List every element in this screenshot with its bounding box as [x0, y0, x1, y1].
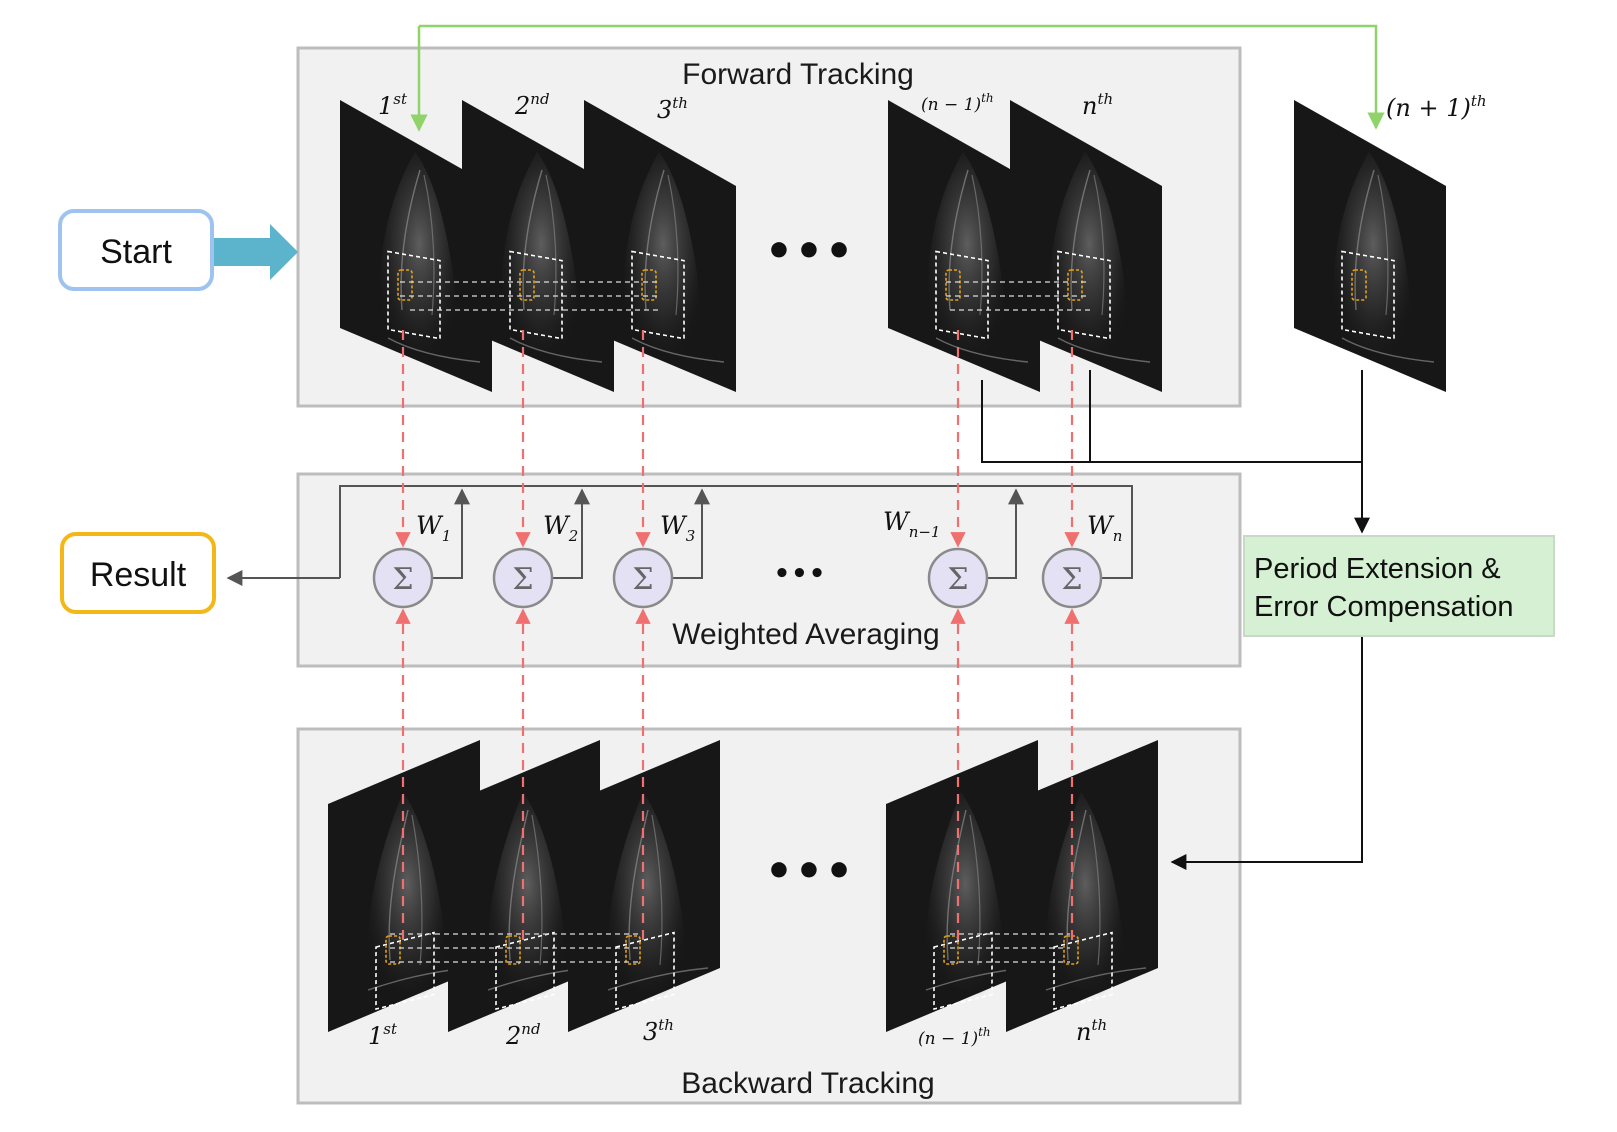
backward-roi-links	[390, 933, 1070, 963]
sum1-output-line	[432, 488, 470, 579]
forward-to-sum-arrows	[395, 330, 1080, 548]
start-arrow-icon	[214, 224, 298, 280]
sum-node-n-minus-1: Σ	[927, 547, 989, 609]
svg-text:Σ: Σ	[632, 562, 653, 597]
weighted-averaging-title: Weighted Averaging	[672, 618, 939, 651]
averaging-ellipsis: •••	[774, 559, 827, 589]
weight-n: Wn	[1087, 511, 1122, 545]
forward-label-3: 3th	[657, 94, 688, 124]
forward-roi-links	[400, 281, 1090, 311]
backward-label-1: 1st	[368, 1020, 398, 1050]
period-extension-box	[1243, 535, 1555, 637]
sum-node-n: Σ	[1041, 547, 1103, 609]
forward-label-2: 2nd	[514, 90, 550, 120]
backward-to-sum-arrows	[395, 608, 1080, 940]
period-feedback-arrow	[419, 24, 1385, 130]
averaging-feedback-bus	[339, 485, 1133, 579]
weight-n-minus-1: Wn−1	[883, 507, 940, 541]
extra-frame-n-plus-1	[1293, 99, 1447, 393]
svg-text:Σ: Σ	[947, 562, 968, 597]
svg-text:Σ: Σ	[512, 562, 533, 597]
start-label: Start	[100, 233, 172, 271]
backward-label-3: 3th	[643, 1016, 674, 1046]
backward-ellipsis: •••	[765, 846, 855, 897]
backward-label-n-minus-1: (n − 1)th	[918, 1025, 991, 1049]
weight-3: W3	[660, 511, 695, 545]
sum3-output-line	[672, 488, 710, 579]
result-node	[60, 532, 216, 614]
frames-to-compensation-lines	[981, 370, 1370, 534]
svg-text:Σ: Σ	[392, 562, 413, 597]
backward-label-2: 2nd	[505, 1020, 541, 1050]
sum2-output-line	[552, 488, 590, 579]
period-extension-line1: Period Extension &	[1254, 553, 1501, 585]
weight-2: W2	[543, 511, 578, 545]
extra-label-n-plus-1: (n + 1)th	[1386, 92, 1487, 122]
sum-n-minus-1-output-line	[987, 488, 1024, 579]
period-extension-line2: Error Compensation	[1254, 591, 1514, 623]
result-label: Result	[90, 556, 187, 594]
forward-label-n-minus-1: (n − 1)th	[921, 91, 994, 115]
forward-label-1: 1st	[378, 90, 408, 120]
backward-tracking-title: Backward Tracking	[681, 1067, 934, 1100]
forward-tracking-title: Forward Tracking	[682, 58, 914, 91]
forward-ellipsis: •••	[765, 226, 855, 277]
backward-label-n: nth	[1076, 1016, 1107, 1046]
sum-node-1: Σ	[372, 547, 434, 609]
forward-label-n: nth	[1082, 90, 1113, 120]
compensation-to-backward-arrow	[1170, 636, 1363, 870]
sum-node-3: Σ	[612, 547, 674, 609]
start-node	[58, 209, 214, 291]
svg-text:Σ: Σ	[1061, 562, 1082, 597]
sum-node-2: Σ	[492, 547, 554, 609]
weight-1: W1	[416, 511, 451, 545]
